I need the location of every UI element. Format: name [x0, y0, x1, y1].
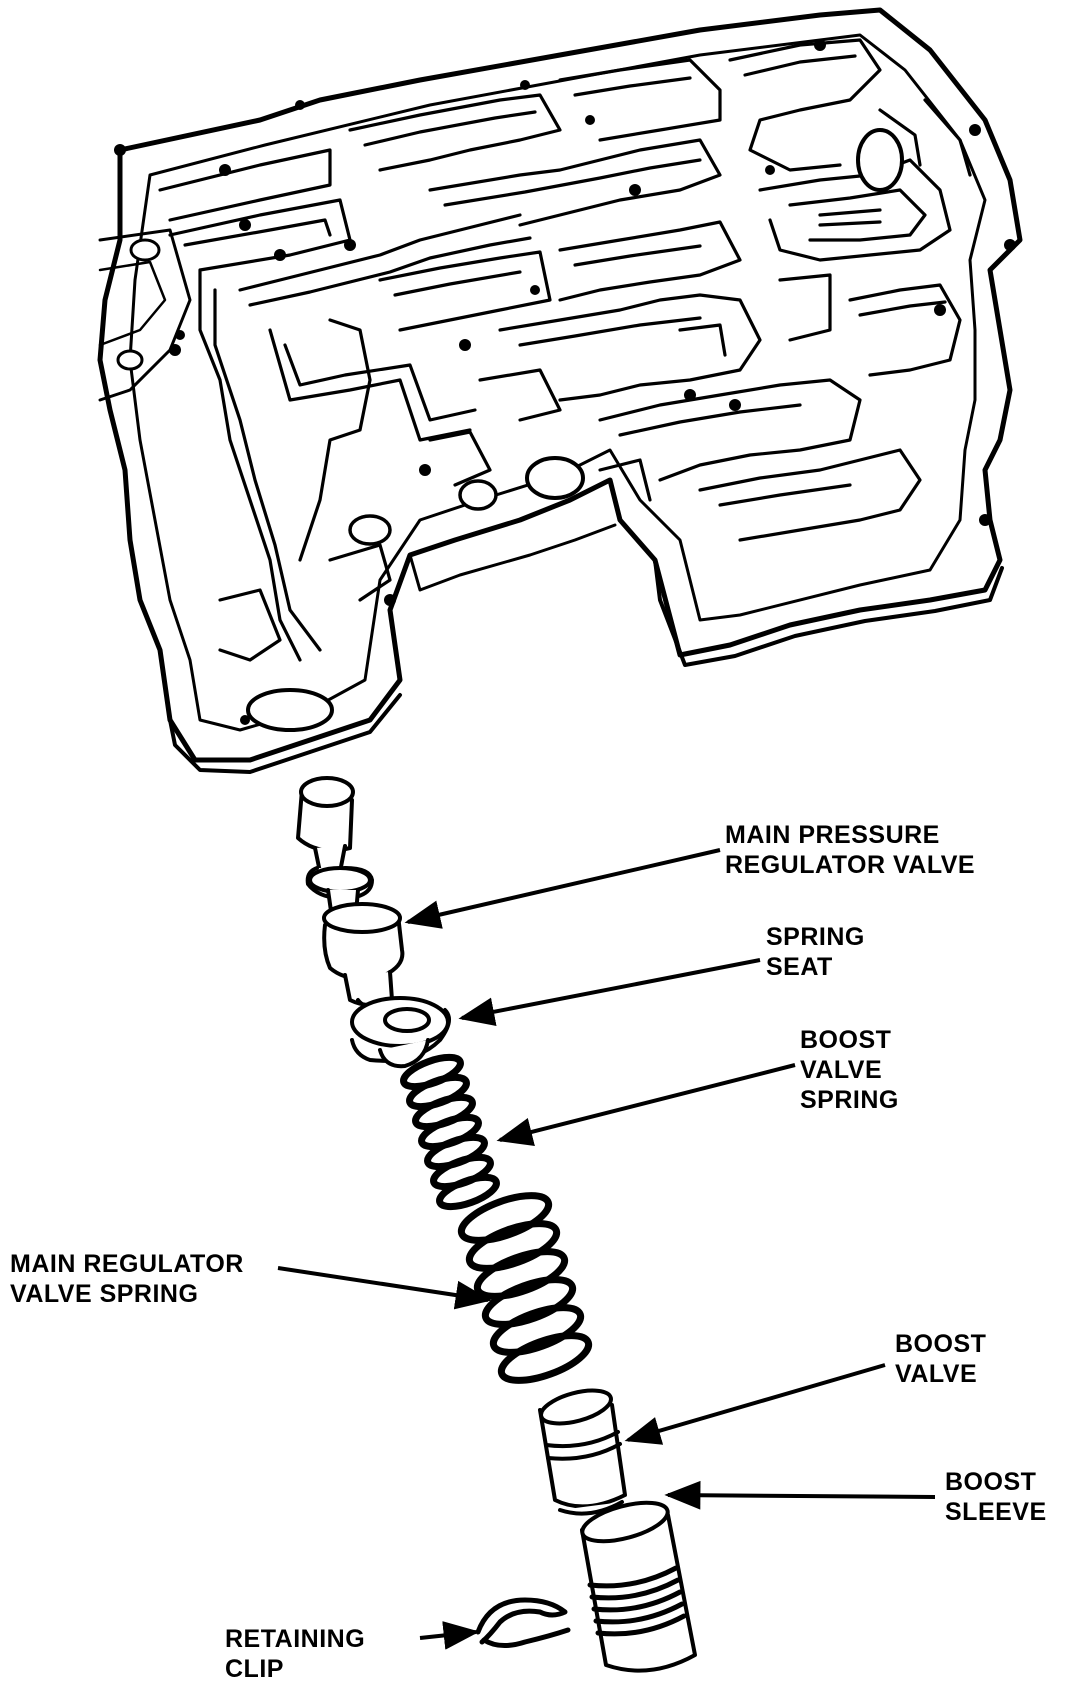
leader-boost-sleeve — [664, 1480, 936, 1510]
boost-valve — [538, 1388, 627, 1516]
leader-retaining-clip — [419, 1621, 480, 1650]
leader-spring-seat — [458, 958, 761, 1026]
bolt-holes — [114, 39, 1016, 725]
main-regulator-valve-spring — [457, 1192, 593, 1384]
label-boost-valve: BOOST VALVE — [895, 1330, 994, 1388]
label-boost-valve-spring: BOOST VALVE SPRING — [800, 1026, 899, 1114]
leader-boost-valve — [624, 1363, 886, 1445]
retaining-clip — [475, 1597, 571, 1648]
main-pressure-regulator-valve — [296, 776, 405, 1022]
valve-body-casting — [97, 7, 1023, 774]
leader-main-pressure-regulator-valve — [404, 848, 721, 929]
spring-seat — [350, 996, 451, 1069]
boost-sleeve — [580, 1500, 697, 1673]
boost-valve-spring — [400, 1053, 500, 1211]
label-spring-seat: SPRING SEAT — [766, 923, 872, 981]
leader-main-regulator-valve-spring — [277, 1266, 492, 1310]
label-main-pressure-regulator-valve: MAIN PRESSURE REGULATOR VALVE — [725, 821, 975, 879]
leader-lines — [277, 848, 936, 1650]
leader-boost-valve-spring — [496, 1063, 796, 1146]
label-retaining-clip: RETAINING CLIP — [225, 1625, 373, 1683]
label-boost-sleeve: BOOST SLEEVE — [945, 1468, 1047, 1526]
label-main-regulator-valve-spring: MAIN REGULATOR VALVE SPRING — [10, 1250, 251, 1308]
